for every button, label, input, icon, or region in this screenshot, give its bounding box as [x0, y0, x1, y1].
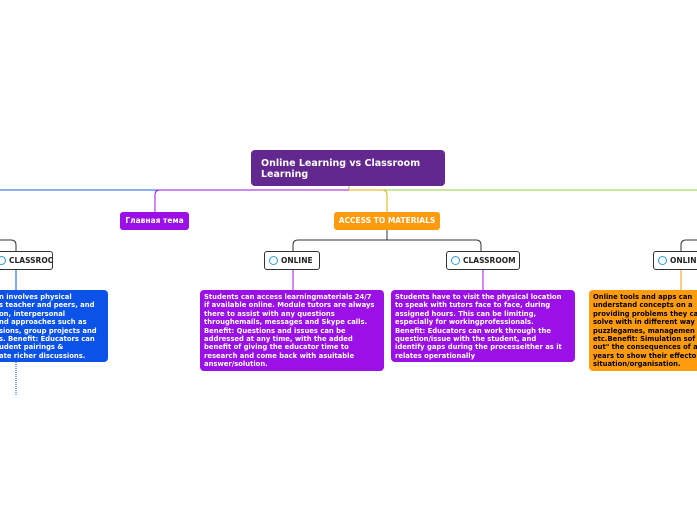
left-classroom-note[interactable]: n involves physical s teacher and peers,… — [0, 290, 108, 362]
note-line: question/issue with the student, and — [395, 335, 537, 344]
note-line: s. Benefit: Educators can — [0, 335, 95, 344]
note-line: out" the consequences of a — [593, 343, 697, 352]
connector-root-main-topic — [154, 189, 349, 212]
note-line: udent pairings & — [0, 343, 64, 352]
note-line: if available online. Module tutors are a… — [204, 301, 375, 310]
access-classroom-label[interactable]: CLASSROOM — [446, 251, 520, 270]
circle-icon — [269, 256, 278, 265]
right-online-text: ONLINE — [670, 256, 697, 265]
access-online-text: ONLINE — [281, 256, 313, 265]
main-topic-node[interactable]: Главная тема — [120, 212, 189, 230]
note-line: benefit of giving the educator time to — [204, 343, 349, 352]
left-classroom-label[interactable]: CLASSROOM — [0, 251, 53, 270]
connector-access-children — [292, 230, 482, 251]
circle-icon — [658, 256, 667, 265]
connector-left-classroom — [0, 239, 17, 251]
note-line: Students have to visit the physical loca… — [395, 293, 562, 301]
right-online-note[interactable]: Online tools and apps can understand con… — [589, 290, 697, 371]
note-line: situation/organisation. — [593, 360, 681, 369]
circle-icon — [451, 256, 460, 265]
note-line: Benefit: Questions and issues can be — [204, 326, 346, 335]
access-classroom-note[interactable]: Students have to visit the physical loca… — [391, 290, 575, 362]
note-line: to speak with tutors face to face, durin… — [395, 301, 551, 310]
note-line: Benefit: Educators can work through the — [395, 326, 551, 335]
root-title-line2: Learning — [261, 169, 309, 180]
note-line: Students can access learningmaterials 24… — [204, 293, 372, 301]
note-line: n involves physical — [0, 293, 72, 301]
note-line: understand concepts on a — [593, 301, 693, 310]
note-line: etc.Benefit: Simulation sof — [593, 335, 696, 344]
circle-icon — [0, 256, 6, 265]
access-online-note[interactable]: Students can access learningmaterials 24… — [200, 290, 384, 371]
note-line: ate richer discussions. — [0, 351, 86, 360]
note-line: answer/solution. — [204, 360, 268, 369]
note-line: identify gaps during the processeither a… — [395, 343, 562, 352]
note-line: especially for workingprofessionals. — [395, 318, 534, 327]
connector-root-access — [349, 189, 388, 212]
right-online-label[interactable]: ONLINE — [653, 251, 697, 270]
connector-right-online — [680, 239, 697, 251]
note-line: throughemails, messages and Skype calls. — [204, 318, 368, 327]
note-line: nd approaches such as — [0, 318, 87, 327]
note-line: addressed at any time, with the added — [204, 335, 353, 344]
note-line: Online tools and apps can — [593, 293, 693, 301]
root-topic[interactable]: Online Learning vs Classroom Learning — [251, 150, 445, 186]
note-line: years to show their effecto — [593, 351, 697, 360]
note-line: puzzlegames, managemen — [593, 326, 695, 335]
note-line: sions, group projects and — [0, 326, 97, 335]
access-online-label[interactable]: ONLINE — [264, 251, 320, 270]
access-classroom-text: CLASSROOM — [463, 256, 516, 265]
left-classroom-text: CLASSROOM — [9, 256, 52, 265]
note-line: assigned hours. This can be limiting, — [395, 309, 537, 318]
note-line: research and come back with asuitable — [204, 351, 355, 360]
note-line: providing problems they ca — [593, 309, 697, 318]
note-line: solve with in different way — [593, 318, 695, 327]
root-title-line1: Online Learning vs Classroom — [261, 158, 421, 169]
connector-root-left — [0, 186, 350, 191]
note-line: relates operationally — [395, 351, 475, 360]
note-line: on, interpersonal — [0, 309, 66, 318]
connector-root-right — [348, 186, 697, 191]
note-line: s teacher and peers, and — [0, 301, 95, 310]
access-materials-node[interactable]: ACCESS TO MATERIALS — [334, 212, 440, 230]
note-line: there to assist with any questions — [204, 309, 335, 318]
